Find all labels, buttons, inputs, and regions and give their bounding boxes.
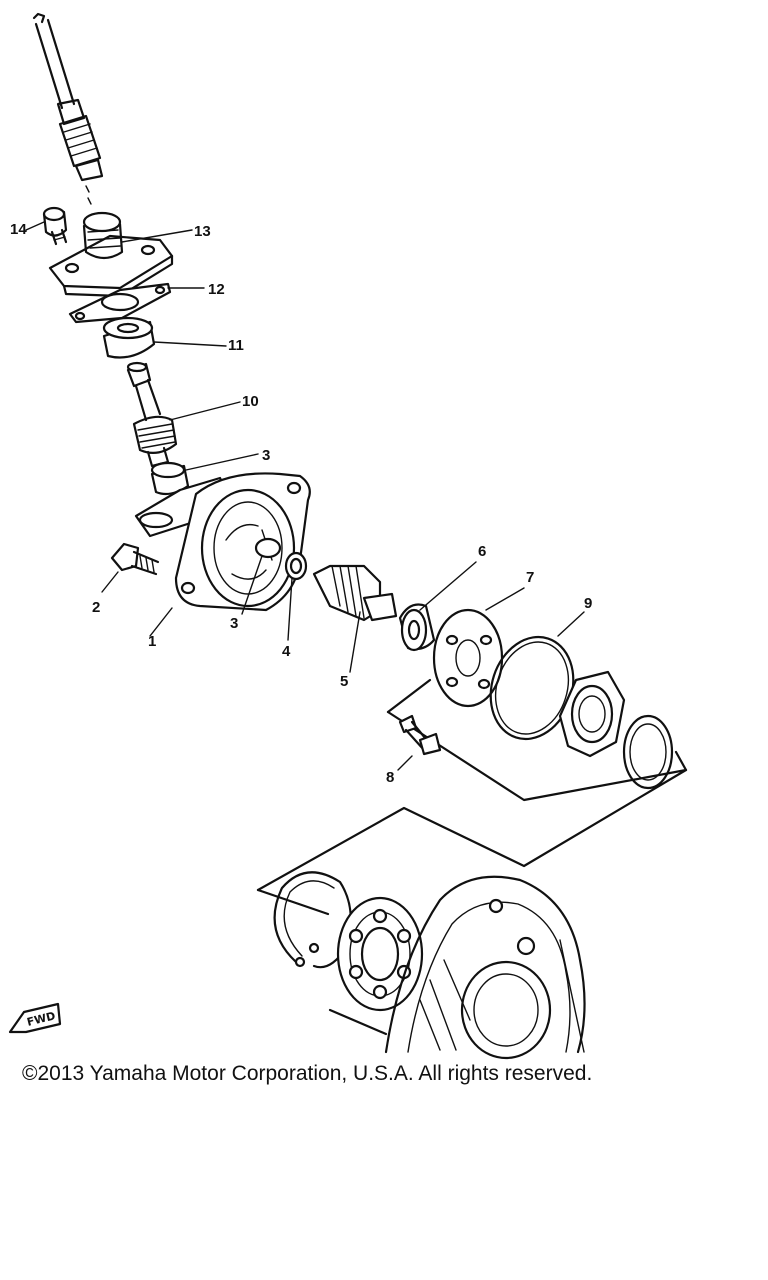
part-11-bushing (102, 316, 227, 359)
part-14-bolt (25, 206, 68, 246)
part-2-bolt (101, 542, 160, 593)
nut-and-washer (558, 670, 674, 790)
exploded-parts-diagram: FWD 1 2 3 3 4 5 6 7 8 9 10 11 12 13 14 (8, 12, 688, 1060)
part-1-main-housing (134, 472, 311, 637)
drive-cable-shaft (32, 12, 104, 205)
part-13-flange-housing (48, 211, 193, 298)
forward-arrow-icon: FWD (8, 1002, 62, 1034)
part-3-lower-leader (241, 555, 263, 615)
callout-3-upper: 3 (262, 447, 270, 464)
part-6-bushing (398, 561, 477, 652)
callout-labels: 1 2 3 3 4 5 6 7 8 9 10 11 12 13 14 (10, 221, 592, 786)
callout-8: 8 (386, 769, 394, 786)
callout-9: 9 (584, 595, 592, 612)
callout-14: 14 (10, 221, 27, 238)
callout-11: 11 (228, 337, 244, 354)
callout-3-lower: 3 (230, 615, 238, 632)
part-12-gasket (68, 282, 205, 324)
copyright-notice: ©2013 Yamaha Motor Corporation, U.S.A. A… (22, 1062, 593, 1085)
callout-4: 4 (282, 643, 291, 660)
assembly-bracket (256, 768, 688, 892)
callout-7: 7 (526, 569, 534, 586)
callout-12: 12 (208, 281, 225, 298)
callout-1: 1 (148, 633, 156, 650)
part-10-gear-shaft (126, 361, 241, 468)
callout-6: 6 (478, 543, 486, 560)
part-5-gear (312, 564, 398, 673)
callout-2: 2 (92, 599, 100, 616)
callout-5: 5 (340, 673, 348, 690)
part-4-washer (284, 551, 308, 641)
callout-10: 10 (242, 393, 259, 410)
part-8-screw (386, 678, 688, 802)
callout-13: 13 (194, 223, 211, 240)
bearing (256, 888, 424, 1036)
crankcase-cover (384, 875, 586, 1060)
part-7-plate (432, 587, 525, 708)
